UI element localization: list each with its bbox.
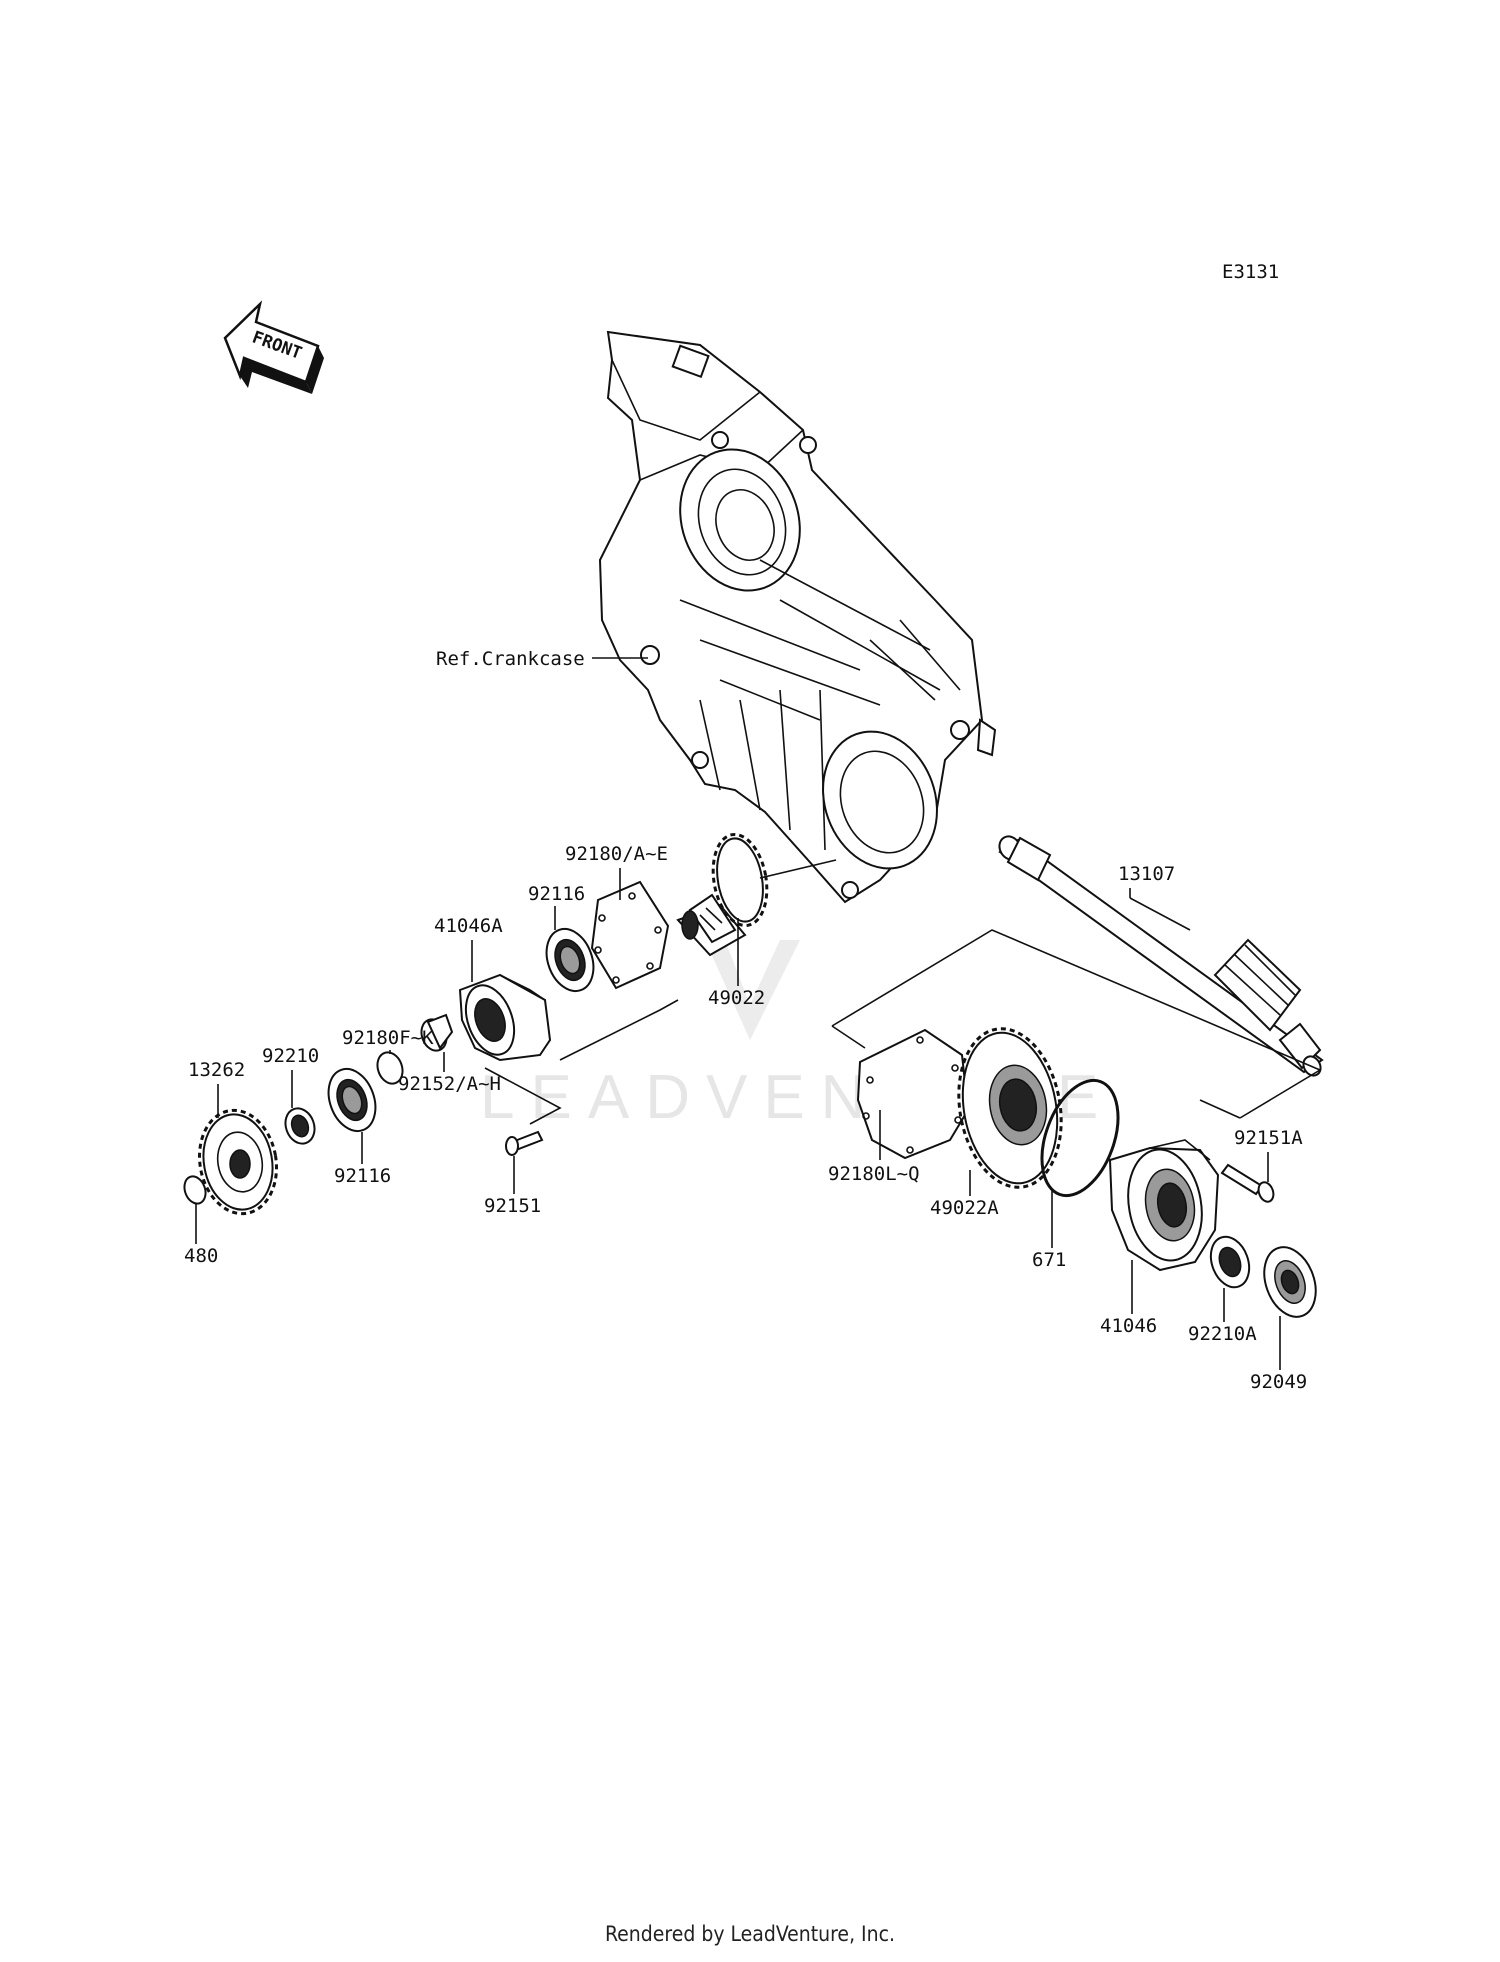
- part-92180lq-gasket: [856, 1028, 970, 1160]
- part-41046-housing: [1108, 1139, 1220, 1272]
- part-92116b-bearing: [545, 928, 595, 992]
- label-92151a: 92151A: [1234, 1127, 1303, 1149]
- label-92210: 92210: [262, 1045, 319, 1067]
- part-92210a-seal: [1209, 1235, 1251, 1289]
- label-92116-lower: 92116: [334, 1165, 391, 1187]
- part-92151a-bolt: [1220, 1163, 1275, 1203]
- label-13262: 13262: [188, 1059, 245, 1081]
- label-92049: 92049: [1250, 1371, 1307, 1393]
- part-41046a-housing: [458, 973, 552, 1062]
- label-92152ah: 92152/A~H: [398, 1073, 501, 1095]
- label-41046: 41046: [1100, 1315, 1157, 1337]
- label-671: 671: [1032, 1249, 1066, 1271]
- part-92151-bolt: [505, 1130, 544, 1156]
- crankcase: [598, 330, 997, 904]
- part-480-circlip: [183, 1175, 207, 1205]
- part-92049-seal: [1263, 1246, 1317, 1318]
- label-92210a: 92210A: [1188, 1323, 1257, 1345]
- label-49022: 49022: [708, 987, 765, 1009]
- front-arrow-icon: FRONT: [223, 300, 324, 394]
- part-13262-gear: [198, 1108, 278, 1216]
- footer-credit: Rendered by LeadVenture, Inc.: [605, 1922, 895, 1946]
- label-49022a: 49022A: [930, 1197, 999, 1219]
- part-49022a-gear: [957, 1027, 1063, 1189]
- diagram-code: E3131: [1222, 261, 1279, 283]
- label-92180fk: 92180F~K: [342, 1027, 434, 1049]
- label-92180ae: 92180/A~E: [565, 843, 668, 865]
- label-480: 480: [184, 1245, 218, 1267]
- part-92180fk-ring: [376, 1051, 404, 1085]
- label-13107: 13107: [1118, 863, 1175, 885]
- label-92151: 92151: [484, 1195, 541, 1217]
- part-92116a-bearing: [327, 1068, 377, 1132]
- label-92180lq: 92180L~Q: [828, 1163, 920, 1185]
- part-92210-seal: [284, 1107, 316, 1145]
- part-671-oring: [1040, 1078, 1120, 1198]
- label-92116-upper: 92116: [528, 883, 585, 905]
- label-41046a: 41046A: [434, 915, 503, 937]
- part-92180ae-gasket: [590, 880, 670, 990]
- part-92152ah-collar: [420, 1013, 454, 1052]
- part-49022-gear: [676, 832, 769, 957]
- label-ref-crankcase: Ref.Crankcase: [436, 648, 585, 670]
